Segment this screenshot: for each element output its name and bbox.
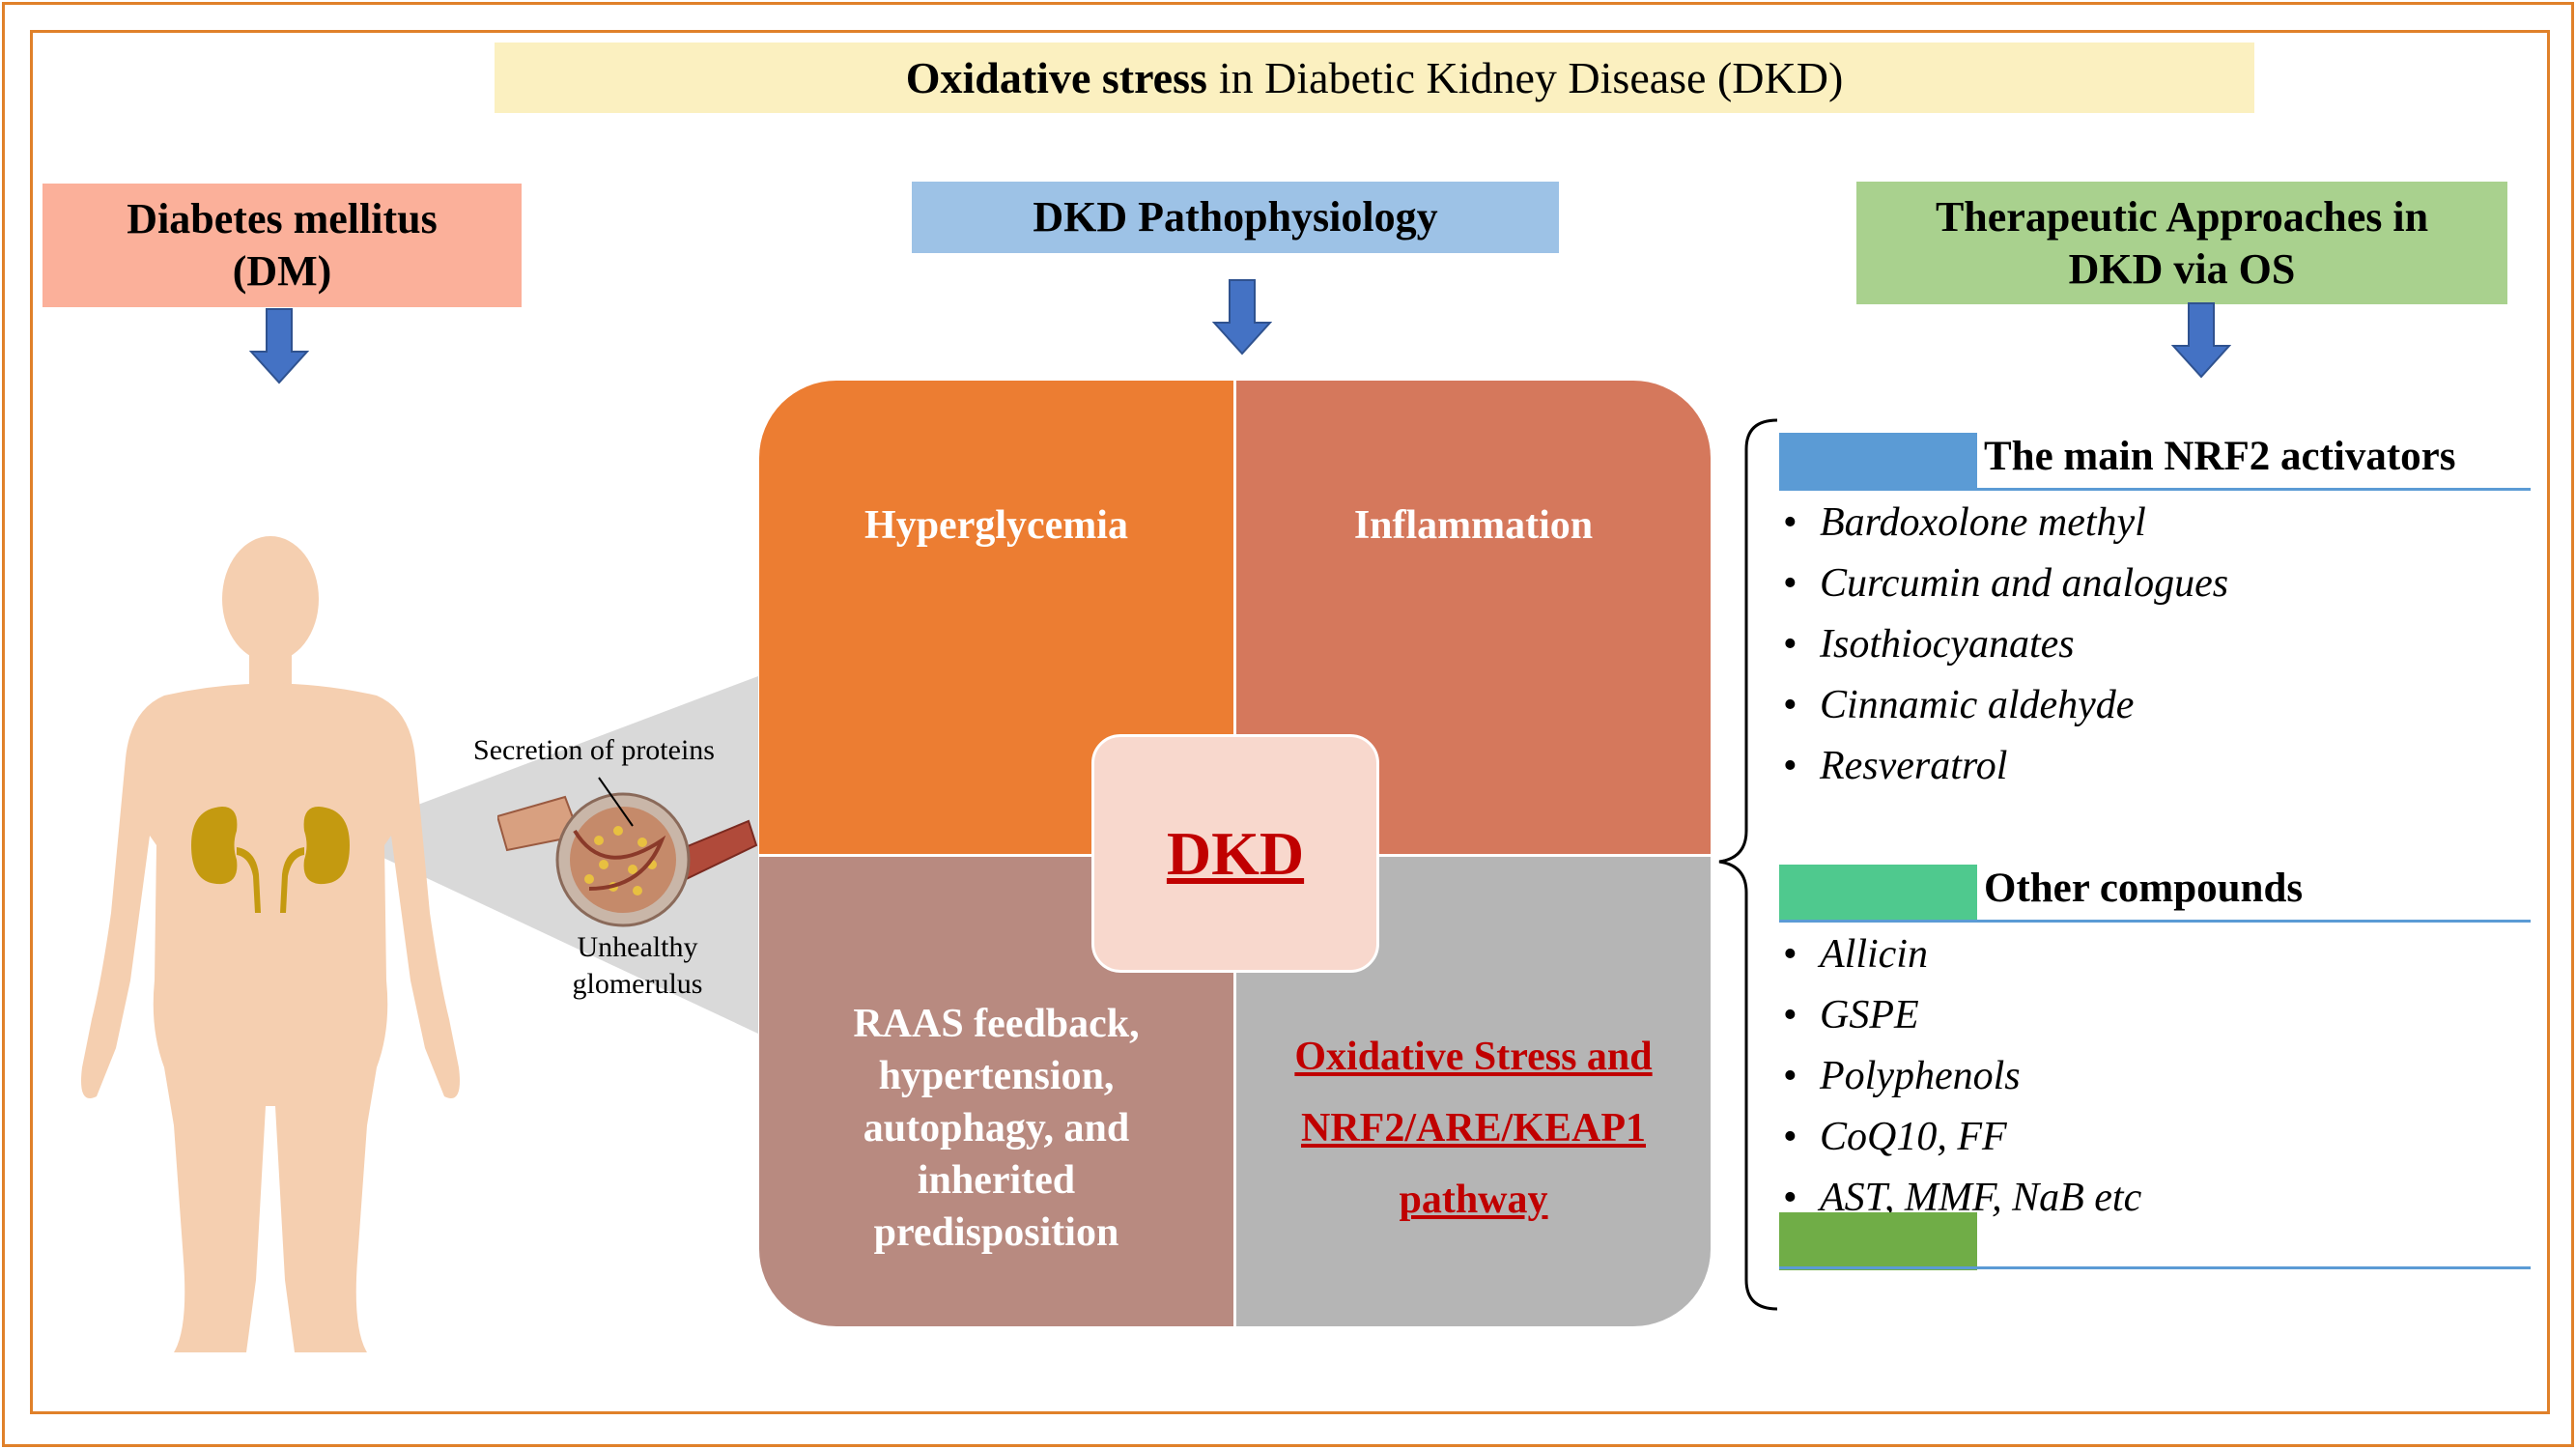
list-bracket [1718,418,1778,1311]
list-item: Allicin [1779,924,2141,985]
list-item: Resveratrol [1779,736,2228,797]
nrf2-section-title: The main NRF2 activators [1984,434,2456,479]
list-item: Curcumin and analogues [1779,554,2228,614]
unhealthy-glomerulus-icon [497,777,758,927]
pathophysiology-header: DKD Pathophysiology [912,182,1559,253]
other-compound-list: Allicin GSPE Polyphenols CoQ10, FF AST, … [1779,924,2141,1229]
bottom-section-line [1779,1266,2531,1269]
other-section-title: Other compounds [1984,866,2304,911]
page-title: Oxidative stress in Diabetic Kidney Dise… [495,43,2254,113]
nrf2-section-bar [1779,433,1977,491]
bottom-section-bar [1779,1212,1977,1270]
nrf2-activator-list: Bardoxolone methyl Curcumin and analogue… [1779,493,2228,797]
kidneys-icon [191,807,350,913]
thera-down-arrow-icon [2171,302,2231,379]
title-rest: in Diabetic Kidney Disease (DKD) [1218,53,1844,102]
human-body-silhouette-icon [81,536,460,1352]
list-item: GSPE [1779,985,2141,1046]
projection-wedge [336,676,758,1034]
dkd-center-label: DKD [1091,734,1379,973]
dm-down-arrow-icon [249,308,309,384]
list-item: Polyphenols [1779,1046,2141,1107]
glomerulus-label: Unhealthy glomerulus [572,931,703,1000]
title-bold: Oxidative stress [905,53,1207,102]
list-item: Isothiocyanates [1779,614,2228,675]
nrf2-section-line [1779,488,2531,491]
inner-frame [30,30,2550,1414]
list-item: Cinnamic aldehyde [1779,675,2228,736]
other-section-line [1779,920,2531,923]
secretion-label: Secretion of proteins [473,734,715,766]
therapeutic-header: Therapeutic Approaches in DKD via OS [1856,182,2507,304]
dm-header: Diabetes mellitus (DM) [42,184,522,307]
list-item: CoQ10, FF [1779,1107,2141,1168]
list-item: Bardoxolone methyl [1779,493,2228,554]
other-section-bar [1779,865,1977,923]
patho-down-arrow-icon [1212,279,1272,355]
